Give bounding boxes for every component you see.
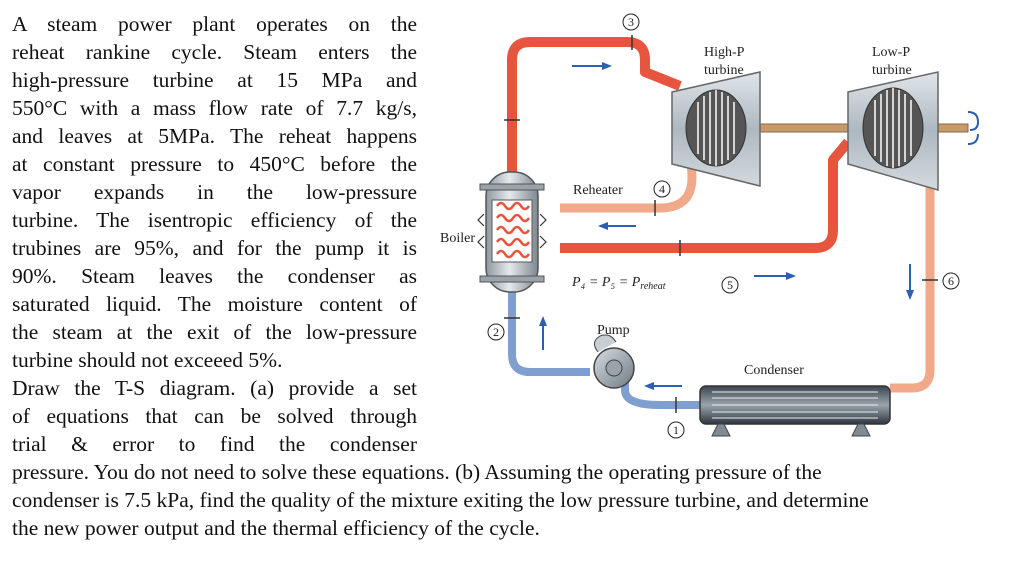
svg-text:4: 4 bbox=[659, 182, 665, 196]
problem-line: reheat rankine cycle. Steam enters the bbox=[12, 40, 417, 64]
hp-turbine-label-line1: High-P bbox=[704, 45, 745, 60]
state-marker-4: 4 bbox=[653, 180, 671, 198]
state-marker-5: 5 bbox=[721, 276, 739, 294]
problem-line: turbine should not exceeed 5%. bbox=[12, 348, 283, 372]
pump-label: Pump bbox=[597, 323, 630, 338]
svg-text:3: 3 bbox=[628, 15, 634, 29]
hp-turbine bbox=[671, 71, 761, 187]
svg-text:1: 1 bbox=[673, 423, 679, 437]
condenser-label: Condenser bbox=[744, 363, 804, 378]
water-pipe-2 bbox=[508, 290, 590, 376]
svg-text:6: 6 bbox=[948, 274, 954, 288]
problem-line: 550°C with a mass flow rate of 7.7 kg/s, bbox=[12, 96, 417, 120]
problem-line: saturated liquid. The moisture content o… bbox=[12, 292, 417, 316]
problem-line: A steam power plant operates on the bbox=[12, 12, 417, 36]
problem-line: trubines are 95%, and for the pump it is bbox=[12, 236, 417, 260]
problem-line: trial & error to find the condenser bbox=[12, 432, 417, 456]
hp-turbine-label-line2: turbine bbox=[704, 63, 744, 78]
coupling-icon bbox=[967, 111, 980, 145]
problem-line: vapor expands in the low-pressure bbox=[12, 180, 417, 204]
state-marker-2: 2 bbox=[487, 323, 505, 341]
lp-turbine-label-line1: Low-P bbox=[872, 45, 910, 60]
lp-turbine bbox=[847, 71, 939, 191]
water-pipe-1 bbox=[621, 380, 700, 409]
problem-line-wide: the new power output and the thermal eff… bbox=[12, 516, 540, 540]
problem-line: at constant pressure to 450°C before the bbox=[12, 152, 417, 176]
pressure-equation: P₄ = P₅ = Preheat bbox=[571, 275, 666, 292]
problem-line: Draw the T-S diagram. (a) provide a set bbox=[12, 376, 417, 400]
state-markers: 3 4 5 6 2 1 bbox=[487, 13, 960, 439]
problem-line-wide: condenser is 7.5 kPa, find the quality o… bbox=[12, 488, 869, 512]
state-marker-1: 1 bbox=[667, 421, 685, 439]
boiler bbox=[477, 171, 547, 293]
generator-shaft bbox=[937, 123, 969, 133]
problem-line: turbine. The isentropic efficiency of th… bbox=[12, 208, 417, 232]
steam-pipe-3 bbox=[507, 37, 682, 175]
condenser bbox=[699, 385, 891, 437]
turbine-shaft bbox=[757, 123, 849, 133]
steam-pipe-4 bbox=[560, 159, 697, 213]
lp-turbine-label-line2: turbine bbox=[872, 63, 912, 78]
problem-line: of equations that can be solved through bbox=[12, 404, 417, 428]
state-marker-6: 6 bbox=[942, 272, 960, 290]
flow-arrows bbox=[539, 62, 914, 390]
problem-line: high-pressure turbine at 15 MPa and bbox=[12, 68, 417, 92]
pump bbox=[593, 334, 635, 389]
steam-pipe-6 bbox=[890, 160, 935, 393]
problem-line: and leaves at 5MPa. The reheat happens bbox=[12, 124, 417, 148]
problem-line: 90%. Steam leaves the condenser as bbox=[12, 264, 417, 288]
boiler-label: Boiler bbox=[440, 231, 475, 246]
state-marker-3: 3 bbox=[622, 13, 640, 31]
steam-pipe-5 bbox=[560, 138, 852, 253]
problem-line-wide: pressure. You do not need to solve these… bbox=[12, 460, 822, 484]
problem-line: the steam at the exit of the low-pressur… bbox=[12, 320, 417, 344]
pipe-ticks bbox=[504, 35, 938, 413]
svg-text:5: 5 bbox=[727, 278, 733, 292]
reheater-label: Reheater bbox=[573, 183, 623, 198]
svg-text:2: 2 bbox=[493, 325, 499, 339]
